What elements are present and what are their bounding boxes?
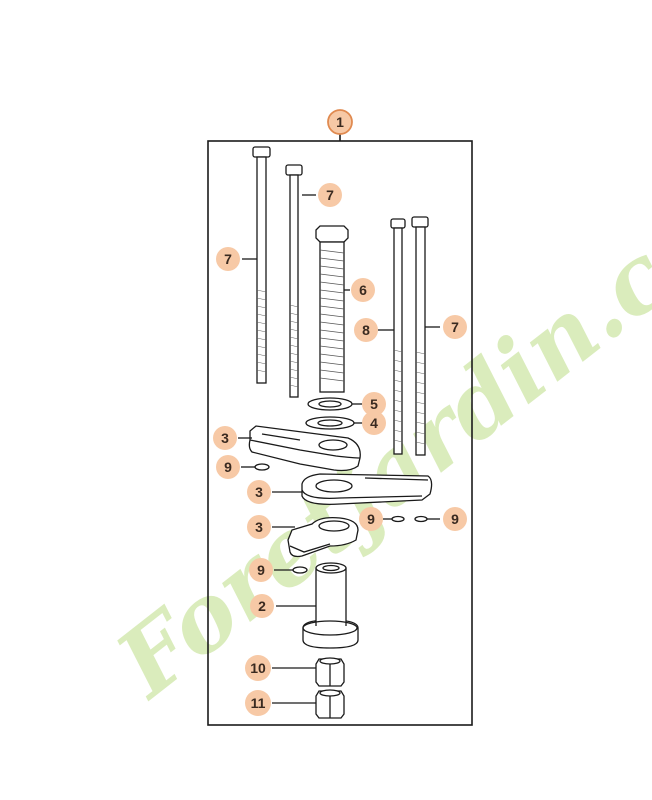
callout-label: 7 — [224, 251, 232, 267]
callout-label: 9 — [224, 459, 232, 475]
long-bolt-second — [285, 164, 303, 398]
callout-label: 9 — [451, 511, 459, 527]
callouts: 7 7 7 6 8 5 4 3 — [213, 183, 467, 716]
callout-2: 2 — [250, 594, 274, 618]
callout-label: 9 — [257, 562, 265, 578]
callout-4: 4 — [362, 411, 386, 435]
callout-9-right-b: 9 — [443, 507, 467, 531]
callout-10: 10 — [245, 655, 271, 681]
callout-label: 3 — [255, 519, 263, 535]
hex-bolt — [315, 225, 349, 393]
o-rings-right — [391, 515, 428, 523]
callout-3-lower: 3 — [247, 515, 271, 539]
callout-7-left: 7 — [216, 247, 240, 271]
o-ring-upper — [254, 463, 270, 471]
assembly-callout: 1 — [327, 109, 353, 135]
callout-3-middle: 3 — [247, 480, 271, 504]
parts — [248, 146, 433, 719]
arm-lower — [287, 516, 359, 558]
washer-large — [305, 416, 355, 430]
arm-top — [248, 425, 361, 472]
callout-11: 11 — [245, 690, 271, 716]
o-ring-lower — [292, 566, 308, 574]
callout-label: 4 — [370, 415, 378, 431]
callout-label: 9 — [367, 511, 375, 527]
callout-label: 3 — [221, 430, 229, 446]
callout-9-lower: 9 — [249, 558, 273, 582]
callout-label: 7 — [326, 187, 334, 203]
long-bolt-right — [411, 216, 429, 456]
long-bolt-left — [252, 146, 271, 384]
callout-label: 10 — [250, 660, 266, 676]
arm-middle — [301, 473, 433, 505]
long-bolt-third — [390, 218, 406, 455]
callout-label: 6 — [359, 282, 367, 298]
callout-7-right: 7 — [443, 315, 467, 339]
callout-3-top: 3 — [213, 426, 237, 450]
callout-8: 8 — [354, 318, 378, 342]
callout-9-upper: 9 — [216, 455, 240, 479]
callout-label: 5 — [370, 396, 378, 412]
callout-9-right-a: 9 — [359, 507, 383, 531]
assembly-number: 1 — [336, 114, 344, 130]
callout-label: 2 — [258, 598, 266, 614]
callout-label: 3 — [255, 484, 263, 500]
sleeve — [302, 562, 359, 649]
nut-lower — [315, 689, 345, 719]
callout-6: 6 — [351, 278, 375, 302]
callout-label: 7 — [451, 319, 459, 335]
callout-7-top: 7 — [318, 183, 342, 207]
nut-upper — [315, 657, 345, 687]
washer-small — [307, 397, 353, 411]
assembly-frame — [207, 134, 473, 726]
callout-label: 11 — [251, 695, 266, 711]
leader-lines — [238, 194, 440, 704]
callout-5: 5 — [362, 392, 386, 416]
callout-label: 8 — [362, 322, 370, 338]
